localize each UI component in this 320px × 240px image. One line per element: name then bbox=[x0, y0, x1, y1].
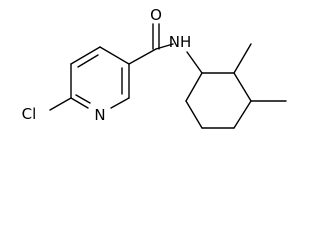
bond bbox=[233, 43, 252, 74]
bond bbox=[70, 97, 89, 109]
pyridine-nitrogen-label: N bbox=[94, 106, 105, 124]
atom-labels: Cl N O NH bbox=[22, 6, 192, 124]
bonds bbox=[49, 23, 287, 129]
chlorine-label: Cl bbox=[22, 105, 37, 123]
bond bbox=[233, 72, 252, 102]
bond bbox=[233, 100, 252, 129]
bond bbox=[155, 43, 174, 50]
bond bbox=[77, 54, 99, 68]
bond bbox=[49, 97, 72, 111]
bond bbox=[70, 46, 101, 65]
bond bbox=[75, 94, 91, 104]
bond bbox=[110, 97, 130, 109]
bond bbox=[186, 51, 203, 74]
bond bbox=[185, 72, 203, 102]
bond bbox=[99, 46, 130, 65]
chemical-structure: Cl N O NH bbox=[22, 6, 287, 129]
bond bbox=[128, 48, 157, 65]
amide-nitrogen-label: NH bbox=[169, 33, 192, 51]
carbonyl-oxygen-label: O bbox=[150, 6, 162, 24]
bond bbox=[185, 100, 203, 129]
